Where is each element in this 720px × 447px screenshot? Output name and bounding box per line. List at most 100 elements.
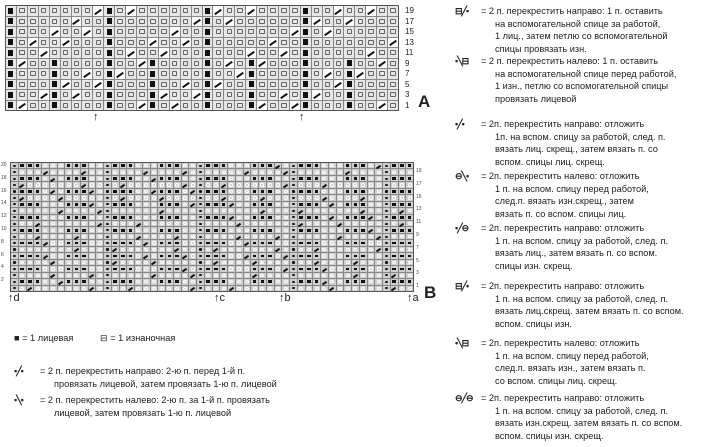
chart-cell [322,6,333,16]
chart-cell [259,175,266,182]
chart-cell [173,259,181,266]
legend-text: на вспомогательной спице перед работой, [495,68,677,79]
chart-cell [282,233,289,240]
chart-cell [16,48,27,58]
chart-cell [111,208,119,214]
chart-cell [96,169,103,175]
chart-cell [398,266,406,272]
chart-cell [290,169,297,175]
chart-cell [388,27,398,37]
chart-cell [266,246,274,253]
chart-cell [290,195,297,201]
chart-cell [336,163,344,169]
legend-text: на вспомогательной спице за работой, [495,18,661,29]
chart-cell [49,175,57,182]
chart-cell [212,182,220,188]
chart-cell [191,100,202,110]
chart-cell [119,163,127,169]
chart-cell [204,272,212,279]
chart-cell [398,285,406,291]
chart-cell [57,201,65,208]
chart-cell [257,6,267,16]
chart-cell [251,214,258,221]
chart-cell [213,79,224,89]
chart-cell [166,188,173,195]
chart-cell [375,182,382,188]
legend-item: ⊟╱▪= 2 п. перекрестить направо: 1 п. ост… [455,5,668,55]
chart-cell [104,6,115,16]
chart-cell [111,266,119,272]
chart-cell [158,253,165,259]
chart-cell [88,279,96,285]
chart-cell [243,214,251,221]
chart-cell [18,266,26,272]
chart-cell [189,169,196,175]
chart-cell [34,285,41,291]
chart-cell [220,266,227,272]
chart-cell [398,279,406,285]
chart-cell [257,69,267,79]
chart-cell [266,214,274,221]
chart-cell [88,285,96,291]
chart-cell [191,79,202,89]
chart-cell [383,169,390,175]
chart-cell [352,195,359,201]
chart-cell [344,90,355,100]
chart-cell [311,6,322,16]
chart-cell [189,246,196,253]
chart-cell [344,201,351,208]
chart-cell [224,16,235,26]
chart-cell [336,182,344,188]
chart-cell [344,240,351,246]
chart-cell [115,69,126,79]
chart-cell [191,48,202,58]
chart-cell [220,175,227,182]
chart-cell [220,195,227,201]
chart-cell [166,182,173,188]
chart-cell [169,58,180,68]
chart-cell [38,79,49,89]
chart-cell [147,6,158,16]
chart-cell [142,259,150,266]
chart-cell [181,195,189,201]
arrow-up-icon: ↑ [93,111,99,123]
chart-cell [383,214,390,221]
chart-cell [65,259,72,266]
chart-cell [359,221,367,227]
chart-cell [158,214,165,221]
chart-cell [26,195,34,201]
chart-cell [111,272,119,279]
chart-cell [390,246,398,253]
chart-cell [359,259,367,266]
chart-cell [115,79,126,89]
chart-cell [406,253,413,259]
chart-cell [88,175,96,182]
chart-cell [27,27,38,37]
chart-cell [259,285,266,291]
chart-cell [115,27,126,37]
chart-cell [38,6,49,16]
chart-cell [137,69,147,79]
chart-cell [189,208,196,214]
chart-cell [49,233,57,240]
chart-cell [305,163,313,169]
chart-cell [82,69,93,79]
chart-cell [65,221,72,227]
chart-cell [181,182,189,188]
chart-cell [158,246,165,253]
chart-cell [278,37,289,47]
chart-cell [297,221,305,227]
chart-cell [88,272,96,279]
chart-cell [398,163,406,169]
chart-cell [119,221,127,227]
chart-cell [212,259,220,266]
chart-cell [80,227,88,233]
chart-cell [259,246,266,253]
chart-cell [228,169,235,175]
chart-cell [297,195,305,201]
chart-cell [282,201,289,208]
chart-cell [34,279,41,285]
chart-cell [297,201,305,208]
chart-cell [80,214,88,221]
chart-cell [313,246,320,253]
